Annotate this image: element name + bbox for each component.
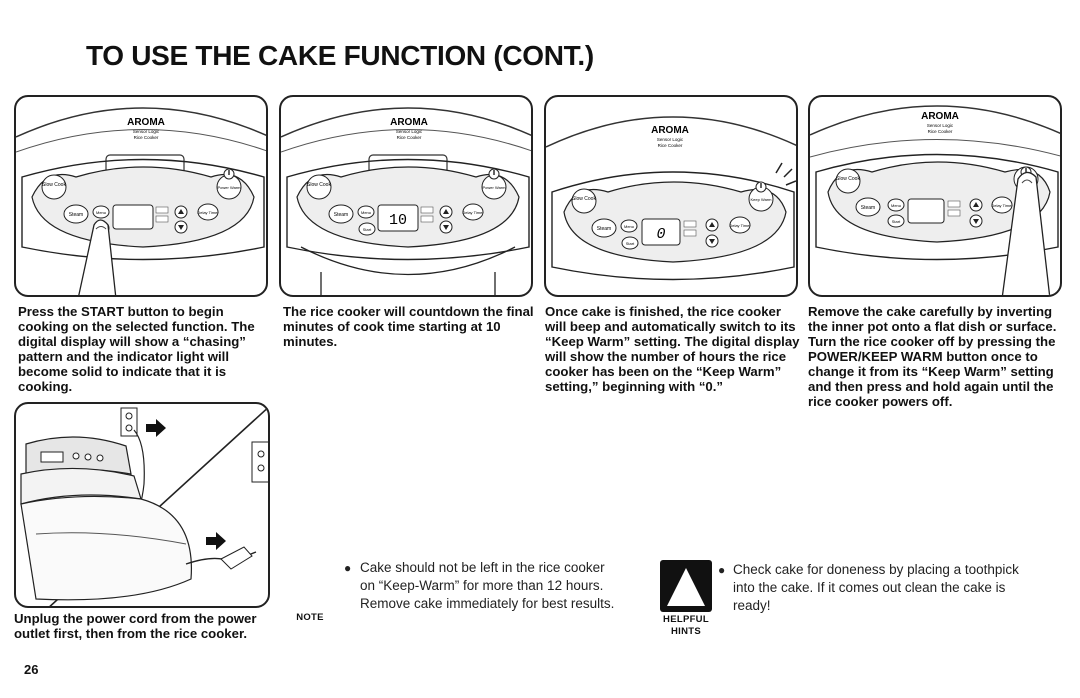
- svg-text:Sensor Logic: Sensor Logic: [927, 123, 954, 128]
- beep-lines-icon: [775, 162, 796, 186]
- svg-text:Delay Timer: Delay Timer: [729, 223, 751, 228]
- note-label: NOTE: [296, 612, 324, 623]
- svg-text:Steam: Steam: [334, 212, 348, 218]
- svg-text:Sensor Logic: Sensor Logic: [657, 137, 684, 142]
- illustration-countdown: AROMA Sensor Logic Rice Cooker Slow Cook…: [279, 95, 533, 297]
- svg-text:Sensor Logic: Sensor Logic: [133, 129, 160, 134]
- note-line-2: on “Keep-Warm” for more than 12 hours.: [360, 578, 604, 593]
- bullet-icon: ●: [344, 561, 352, 575]
- svg-text:Menu: Menu: [891, 203, 901, 208]
- svg-text:Keep Warm: Keep Warm: [751, 197, 773, 202]
- svg-text:Start: Start: [626, 241, 635, 246]
- finger-pressing-icon: [78, 219, 117, 295]
- svg-text:Start: Start: [363, 227, 372, 232]
- lcd-display: [377, 204, 419, 232]
- power-icon: [223, 168, 235, 180]
- svg-text:Sensor Logic: Sensor Logic: [396, 129, 423, 134]
- svg-text:Rice Cooker: Rice Cooker: [928, 129, 953, 134]
- rice-cooker-drawing: AROMA Sensor Logic Rice Cooker Slow Cook…: [810, 105, 1060, 295]
- svg-text:Slow Cook: Slow Cook: [307, 182, 331, 188]
- svg-text:Power Warm: Power Warm: [218, 185, 242, 190]
- note-line-3: Remove cake immediately for best results…: [360, 596, 615, 611]
- lcd-display: [907, 198, 945, 224]
- helpful-label: HELPFUL: [663, 614, 709, 625]
- svg-text:Rice Cooker: Rice Cooker: [134, 135, 159, 140]
- illustration-keep-warm: AROMA Sensor Logic Rice Cooker Slow Cook…: [544, 95, 798, 297]
- svg-text:Menu: Menu: [624, 224, 634, 229]
- illustration-start-button: AROMA Sensor Logic Rice Cooker Slow Cook…: [14, 95, 268, 297]
- svg-text:Slow Cook: Slow Cook: [836, 176, 860, 182]
- svg-text:Power Warm: Power Warm: [483, 185, 507, 190]
- svg-text:Start: Start: [892, 219, 901, 224]
- svg-text:10: 10: [389, 212, 407, 229]
- svg-text:Menu: Menu: [96, 210, 106, 215]
- caption-step-keep-warm: Once cake is finished, the rice cooker w…: [545, 304, 800, 394]
- finger-pressing-icon: [1001, 171, 1051, 295]
- svg-text:Slow Cook: Slow Cook: [572, 196, 596, 202]
- svg-text:Rice Cooker: Rice Cooker: [397, 135, 422, 140]
- brand-logo: AROMA: [127, 117, 165, 128]
- illustration-power-off: AROMA Sensor Logic Rice Cooker Slow Cook…: [808, 95, 1062, 297]
- caption-step-power-off: Remove the cake carefully by inverting t…: [808, 304, 1057, 409]
- svg-text:Slow Cook: Slow Cook: [42, 182, 66, 188]
- caption-step-start: Press the START button to begin cooking …: [18, 304, 255, 394]
- arrow-icon: [206, 532, 226, 550]
- note-line-1: Cake should not be left in the rice cook…: [360, 560, 605, 575]
- svg-text:Delay Timer: Delay Timer: [462, 210, 484, 215]
- rice-cooker-drawing: AROMA Sensor Logic Rice Cooker Slow Cook…: [16, 107, 266, 295]
- brand-logo: AROMA: [390, 117, 428, 128]
- caption-unplug: Unplug the power cord from the power out…: [14, 611, 257, 641]
- rice-cooker-drawing: AROMA Sensor Logic Rice Cooker Slow Cook…: [546, 116, 796, 281]
- power-icon: [488, 168, 500, 180]
- svg-text:Menu: Menu: [361, 210, 371, 215]
- bullet-icon: ●: [718, 563, 726, 577]
- hints-label: HINTS: [671, 626, 701, 637]
- unplug-drawing: [20, 406, 268, 606]
- lcd-display: [112, 204, 154, 230]
- caption-step-countdown: The rice cooker will countdown the final…: [283, 304, 534, 349]
- page-title: TO USE THE CAKE FUNCTION (CONT.): [86, 40, 594, 71]
- svg-text:Steam: Steam: [69, 212, 83, 218]
- page-number: 26: [24, 662, 39, 677]
- arrow-icon: [146, 419, 166, 437]
- svg-text:Steam: Steam: [597, 226, 611, 232]
- svg-text:Steam: Steam: [861, 205, 875, 211]
- hint-line-1: Check cake for doneness by placing a too…: [733, 562, 1019, 577]
- svg-text:Delay Timer: Delay Timer: [991, 203, 1013, 208]
- svg-text:Rice Cooker: Rice Cooker: [658, 143, 683, 148]
- illustration-unplug: [14, 402, 270, 608]
- brand-logo: AROMA: [651, 125, 689, 136]
- hint-line-3: ready!: [733, 598, 771, 613]
- power-icon: [755, 181, 767, 193]
- hint-line-2: into the cake. If it comes out clean the…: [733, 580, 1006, 595]
- svg-text:0: 0: [656, 226, 665, 243]
- brand-logo: AROMA: [921, 111, 959, 122]
- svg-text:Delay Timer: Delay Timer: [197, 210, 219, 215]
- lcd-display: [641, 218, 681, 246]
- helpful-hints-icon: [660, 560, 712, 612]
- rice-cooker-drawing: AROMA Sensor Logic Rice Cooker Slow Cook…: [281, 107, 531, 295]
